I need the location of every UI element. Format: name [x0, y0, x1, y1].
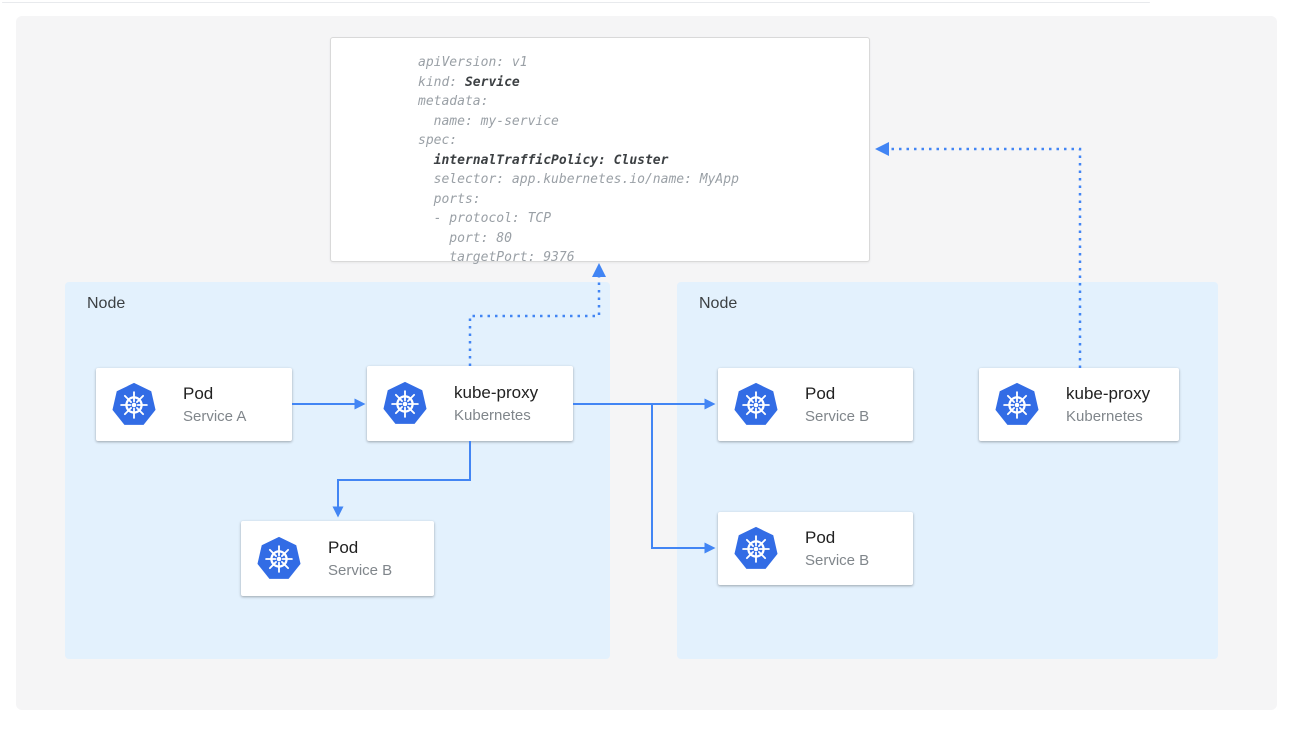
card-subtitle: Service B: [805, 408, 870, 425]
service-yaml-card: apiVersion: v1 kind: Service metadata: nam…: [330, 37, 870, 265]
card-title: kube-proxy: [1066, 384, 1151, 403]
card-title: Pod: [183, 384, 214, 403]
kubernetes-helm-icon: [994, 382, 1040, 428]
yaml-line: - protocol: TCP: [418, 211, 552, 226]
yaml-line: name: my-service: [418, 113, 559, 129]
yaml-line: metadata:: [418, 94, 489, 109]
card-subtitle: Service A: [183, 408, 247, 425]
card-pod-service-b-right-bottom: Pod Service B: [718, 512, 913, 585]
kubernetes-helm-icon: [733, 382, 779, 428]
card-subtitle: Service B: [805, 552, 870, 569]
yaml-line: selector: app.kubernetes.io/name: MyApp: [418, 172, 739, 187]
kubernetes-helm-icon: [382, 381, 428, 427]
card-subtitle: Kubernetes: [1066, 408, 1143, 425]
card-kube-proxy-left: kube-proxy Kubernetes: [367, 366, 573, 441]
node-label: Node: [87, 295, 126, 312]
page-top-divider: [2, 2, 1150, 3]
card-title: Pod: [328, 538, 359, 557]
yaml-line: internalTrafficPolicy: Cluster: [433, 152, 669, 168]
yaml-code: apiVersion: v1 kind: Service metadata: nam…: [331, 38, 869, 268]
node-box-right: Node: [677, 282, 1218, 659]
node-label: Node: [699, 295, 738, 312]
yaml-line: port: 80: [418, 230, 512, 246]
yaml-line: apiVersion: v1: [418, 55, 528, 70]
card-kube-proxy-right: kube-proxy Kubernetes: [979, 368, 1179, 441]
kubernetes-helm-icon: [111, 382, 157, 428]
card-pod-service-b-left: Pod Service B: [241, 521, 434, 596]
card-title: Pod: [805, 528, 836, 547]
yaml-line: kind: Service: [418, 74, 520, 90]
card-pod-service-b-right-top: Pod Service B: [718, 368, 913, 441]
card-subtitle: Kubernetes: [454, 407, 531, 424]
yaml-line: spec:: [418, 133, 458, 148]
card-title: Pod: [805, 384, 836, 403]
node-box-left: Node: [65, 282, 610, 659]
card-title: kube-proxy: [454, 383, 539, 402]
card-subtitle: Service B: [328, 562, 393, 579]
yaml-line: ports:: [418, 191, 481, 207]
kubernetes-helm-icon: [733, 526, 779, 572]
card-pod-service-a: Pod Service A: [96, 368, 292, 441]
kubernetes-helm-icon: [256, 536, 302, 582]
yaml-line: targetPort: 9376: [418, 250, 575, 265]
